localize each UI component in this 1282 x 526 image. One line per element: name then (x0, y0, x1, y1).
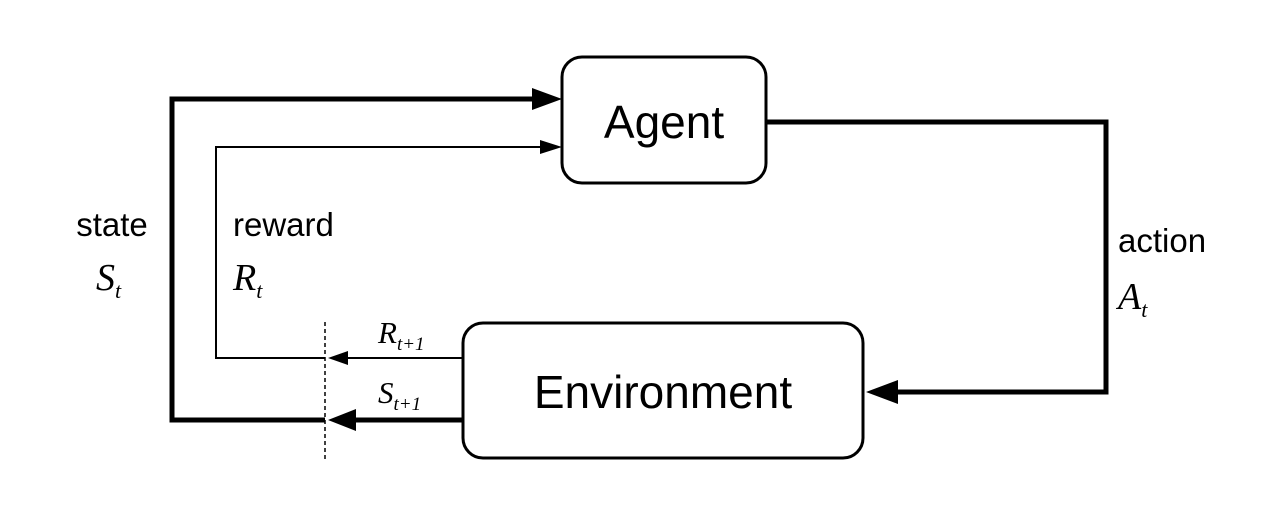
state-symbol-subscript: t (115, 278, 122, 303)
action-symbol-main: A (1115, 276, 1142, 318)
next-reward-symbol-main: R (377, 315, 397, 350)
next-state-symbol: St+1 (378, 375, 421, 415)
next-reward-symbol: Rt+1 (377, 315, 425, 355)
next-state-arrowhead (328, 409, 356, 431)
next-state-symbol-main: S (378, 375, 394, 410)
reward-arrow (215, 140, 562, 359)
reward-symbol: Rt (232, 257, 263, 303)
action-label: action (1118, 222, 1206, 259)
state-symbol-main: S (96, 257, 115, 299)
state-label: state (76, 206, 148, 243)
reward-symbol-subscript: t (256, 278, 263, 303)
environment-box (461, 321, 865, 460)
action-connector (766, 119, 1109, 395)
next-state-symbol-subscript: t+1 (394, 394, 422, 415)
next-reward-symbol-subscript: t+1 (397, 334, 425, 355)
environment-node: Environment (461, 321, 865, 460)
state-arrow (169, 88, 562, 423)
agent-node: Agent (560, 55, 768, 185)
reward-arrowhead (540, 140, 562, 154)
next-reward-arrowhead (328, 351, 348, 365)
environment-label: Environment (534, 366, 792, 418)
state-symbol: St (96, 257, 122, 303)
action-symbol: At (1115, 276, 1148, 322)
action-symbol-subscript: t (1141, 297, 1148, 322)
action-arrow (766, 119, 1109, 404)
action-arrowhead (866, 380, 898, 404)
reward-label: reward (233, 206, 334, 243)
next-state-arrow (328, 409, 463, 431)
reward-connector (215, 146, 540, 359)
state-connector (169, 96, 532, 423)
state-arrowhead (532, 88, 562, 110)
agent-label: Agent (604, 96, 724, 148)
reward-symbol-main: R (232, 257, 256, 299)
next-reward-arrow (328, 351, 463, 365)
